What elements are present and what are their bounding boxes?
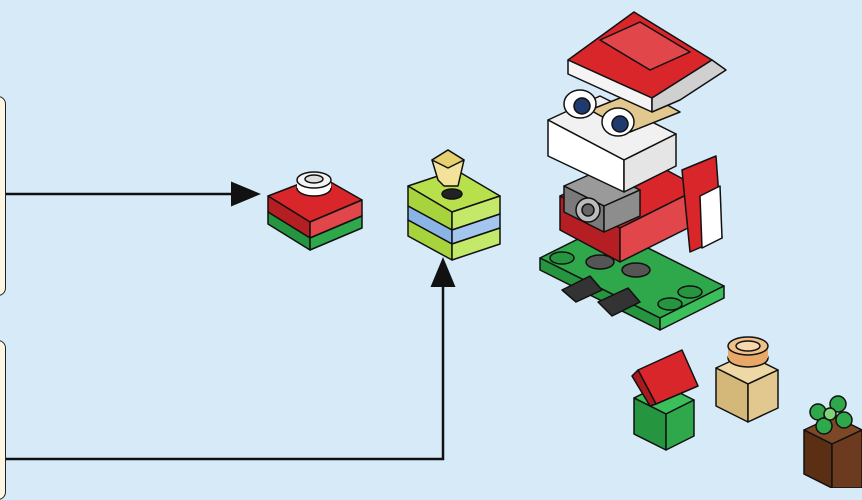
instruction-illustration	[0, 0, 862, 488]
red-plate-with-white-stud-icon	[268, 172, 362, 250]
tan-brick-with-round-stud-icon	[716, 337, 778, 422]
arrow-up-icon	[6, 262, 443, 459]
santa-figure-icon	[540, 12, 726, 330]
brown-brick-with-green-flower-icon	[804, 396, 862, 488]
build-step-canvas	[0, 0, 862, 488]
green-plate-with-gem-icon	[408, 150, 500, 260]
red-and-green-brick-stack-icon	[632, 350, 698, 450]
